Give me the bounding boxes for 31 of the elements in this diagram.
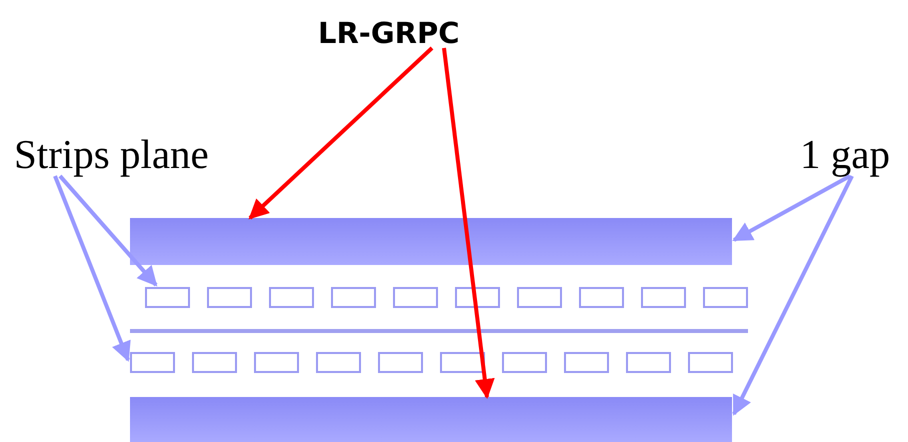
readout-strip (579, 287, 624, 308)
readout-strip (641, 287, 686, 308)
readout-strip (145, 287, 190, 308)
readout-strip (564, 352, 609, 373)
electrode-plate (130, 397, 732, 442)
readout-strip (269, 287, 314, 308)
readout-strip (393, 287, 438, 308)
leader-line (732, 175, 854, 416)
title-label: LR-GRPC (318, 16, 460, 50)
readout-strip (517, 287, 562, 308)
callout-label: 1 gap (800, 130, 890, 178)
leader-line (442, 48, 495, 399)
readout-strip (378, 352, 423, 373)
leader-line (58, 174, 158, 286)
readout-strip (626, 352, 671, 373)
readout-strip (331, 287, 376, 308)
readout-strip (440, 352, 485, 373)
leader-line (248, 46, 434, 220)
leader-line (732, 174, 851, 242)
readout-strip (207, 287, 252, 308)
readout-strip (455, 287, 500, 308)
readout-strip (192, 352, 237, 373)
readout-strip (316, 352, 361, 373)
callout-label: Strips plane (14, 130, 209, 178)
readout-strip (502, 352, 547, 373)
readout-strip (130, 352, 175, 373)
leader-line (53, 175, 131, 362)
readout-strip (254, 352, 299, 373)
readout-strip (703, 287, 748, 308)
readout-strip (688, 352, 733, 373)
electrode-plate (130, 218, 732, 265)
